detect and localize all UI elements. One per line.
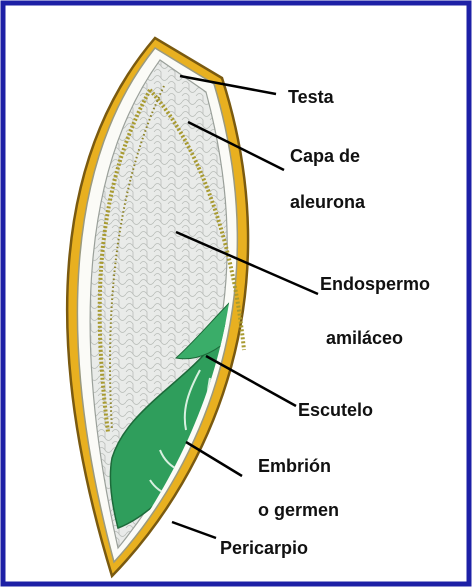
label-endospermo-line1: Endospermo — [320, 274, 430, 294]
label-capa-line2: aleurona — [290, 192, 366, 212]
label-testa: Testa — [288, 87, 335, 107]
label-endospermo-line2: amiláceo — [326, 328, 403, 348]
label-pericarpio: Pericarpio — [220, 538, 308, 558]
label-embrion-line2: o germen — [258, 500, 339, 520]
label-embrion-line1: Embrión — [258, 456, 331, 476]
label-capa-line1: Capa de — [290, 146, 360, 166]
label-escutelo: Escutelo — [298, 400, 373, 420]
